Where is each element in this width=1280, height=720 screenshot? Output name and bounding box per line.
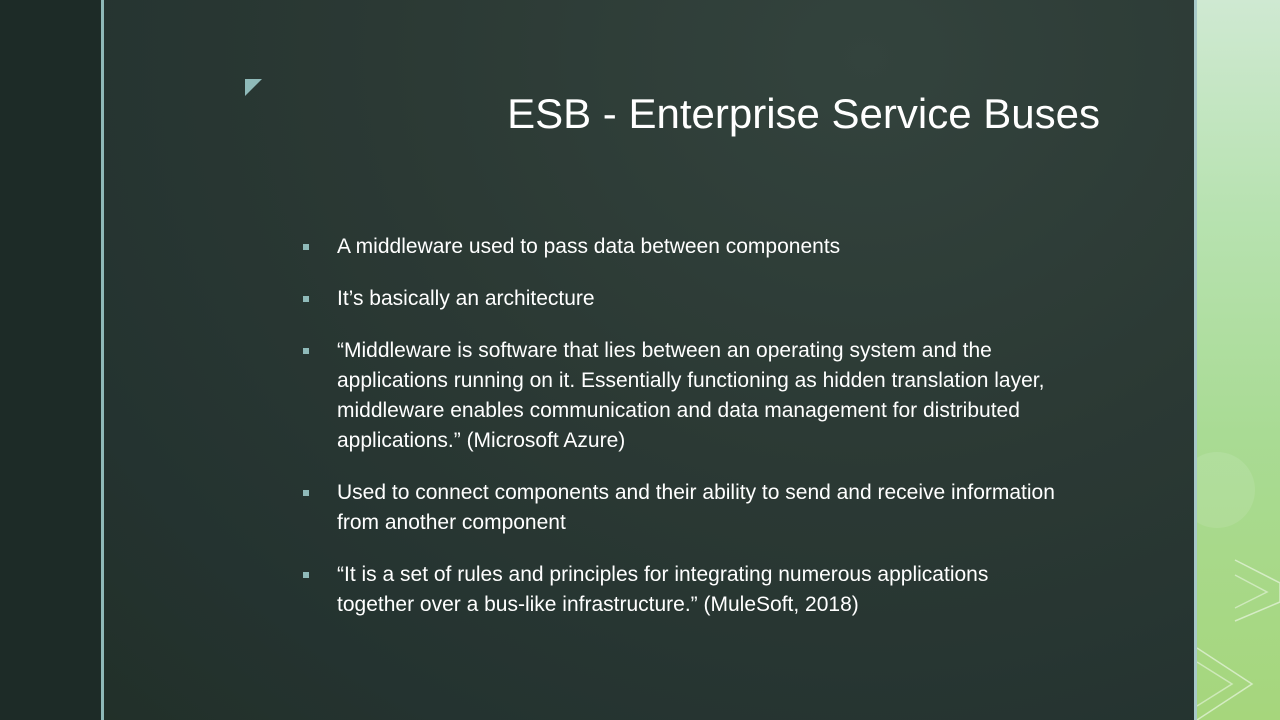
right-decorative-panel bbox=[1197, 0, 1280, 720]
square-bullet-icon bbox=[303, 244, 309, 250]
decorative-circle bbox=[1197, 452, 1255, 528]
slide-title: ESB - Enterprise Service Buses bbox=[507, 90, 1100, 137]
bullet-text: It’s basically an architecture bbox=[337, 287, 595, 310]
bullet-text: “It is a set of rules and principles for… bbox=[337, 563, 989, 616]
square-bullet-icon bbox=[303, 348, 309, 354]
decorative-chevron-4 bbox=[1197, 661, 1234, 707]
square-bullet-icon bbox=[303, 296, 309, 302]
bullet-item: Used to connect components and their abi… bbox=[300, 478, 1060, 538]
corner-triangle-icon bbox=[245, 79, 262, 96]
slide-content-area bbox=[104, 0, 1194, 720]
decorative-chevron-pattern bbox=[1197, 452, 1280, 720]
bullet-list: A middleware used to pass data between c… bbox=[300, 232, 1060, 642]
decorative-chevron-1 bbox=[1234, 559, 1280, 622]
decorative-chevron-2 bbox=[1234, 574, 1269, 609]
decorative-chevron-3 bbox=[1197, 647, 1254, 720]
bullet-item: A middleware used to pass data between c… bbox=[300, 232, 1060, 262]
square-bullet-icon bbox=[303, 490, 309, 496]
bullet-text: Used to connect components and their abi… bbox=[337, 481, 1055, 534]
bullet-text: “Middleware is software that lies betwee… bbox=[337, 339, 1045, 452]
left-accent-line bbox=[101, 0, 104, 720]
right-accent-line bbox=[1194, 0, 1197, 720]
left-band bbox=[0, 0, 101, 720]
bullet-item: “It is a set of rules and principles for… bbox=[300, 560, 1060, 620]
bullet-text: A middleware used to pass data between c… bbox=[337, 235, 841, 258]
bullet-item: It’s basically an architecture bbox=[300, 284, 1060, 314]
bullet-item: “Middleware is software that lies betwee… bbox=[300, 336, 1060, 456]
square-bullet-icon bbox=[303, 572, 309, 578]
